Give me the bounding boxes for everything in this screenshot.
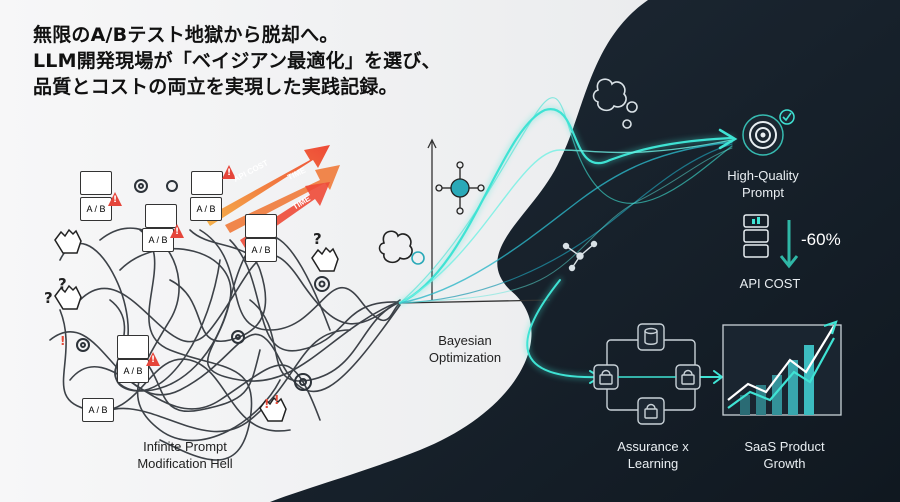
ab-card-label: A / B <box>148 235 168 245</box>
label-assurance-line-1: Assurance x <box>617 439 689 454</box>
svg-text:?: ? <box>44 289 53 307</box>
svg-text:!: ! <box>264 397 269 411</box>
ab-card-label: A / B <box>123 366 143 376</box>
question-mark-icons: ? ? ? <box>44 230 322 307</box>
svg-text:!: ! <box>60 334 65 348</box>
ab-card-label: A / B <box>86 204 106 214</box>
network-node-icon <box>435 161 485 215</box>
bayesian-flow <box>397 97 738 384</box>
headline-line-3: 品質とコストの両立を実現した実践記録。 <box>33 76 398 98</box>
svg-text:!: ! <box>274 393 279 407</box>
warning-mark: ! <box>174 227 180 237</box>
warning-mark: ! <box>150 355 156 365</box>
label-assurance: Assurance x Learning <box>598 438 708 472</box>
ab-card <box>245 214 277 238</box>
ab-card: A / B <box>142 228 174 252</box>
label-saas-growth: SaaS Product Growth <box>727 438 842 472</box>
ab-card-label: A / B <box>196 204 216 214</box>
label-bayesian-line-1: Bayesian <box>438 333 492 348</box>
ab-card <box>145 204 177 228</box>
target-icon <box>742 109 795 156</box>
label-high-quality-line-1: High-Quality <box>727 168 799 183</box>
growth-chart <box>722 320 842 416</box>
alert-marks: ! ! ! <box>60 334 279 411</box>
ab-card <box>80 171 112 195</box>
ab-card: A / B <box>245 238 277 262</box>
gear-icons <box>76 179 330 391</box>
ab-card: A / B <box>117 359 149 383</box>
ab-card: A / B <box>80 197 112 221</box>
warning-mark: ! <box>112 195 118 205</box>
headline-line-2: LLM開発現場が「ベイジアン最適化」を選び、 <box>33 50 441 72</box>
label-saas-growth-line-1: SaaS Product <box>744 439 825 454</box>
ab-card <box>117 335 149 359</box>
label-high-quality-line-2: Prompt <box>742 185 784 200</box>
label-bayesian: Bayesian Optimization <box>415 332 515 366</box>
label-high-quality: High-Quality Prompt <box>713 167 813 201</box>
down-arrow-icon <box>779 220 799 269</box>
svg-text:?: ? <box>313 230 322 248</box>
headline: 無限のA/Bテスト地獄から脱却へ。 LLM開発現場が「ベイジアン最適化」を選び、… <box>33 22 441 100</box>
label-hell: Infinite Prompt Modification Hell <box>115 438 255 472</box>
label-saas-growth-line-2: Growth <box>763 456 806 471</box>
ab-card-label: A / B <box>251 245 271 255</box>
label-bayesian-line-2: Optimization <box>428 350 502 365</box>
label-hell-line-1: Infinite Prompt <box>143 439 227 454</box>
label-api-cost: API COST <box>739 276 801 291</box>
label-assurance-line-2: Learning <box>627 456 679 471</box>
optimization-axes <box>399 138 551 304</box>
ab-card: A / B <box>190 197 222 221</box>
ab-card <box>191 171 223 195</box>
assurance-diagram <box>593 323 701 425</box>
brain-gear-icon-dark <box>592 78 638 129</box>
headline-line-1: 無限のA/Bテスト地獄から脱却へ。 <box>33 24 339 46</box>
warning-mark: ! <box>226 168 232 178</box>
svg-text:?: ? <box>58 275 67 293</box>
molecule-icon <box>562 240 598 272</box>
brain-gear-icon <box>378 230 425 265</box>
label-hell-line-2: Modification Hell <box>137 456 233 471</box>
label-cost-reduction: -60% <box>801 230 841 249</box>
hand-icons <box>54 228 339 422</box>
ab-card: A / B <box>82 398 114 422</box>
ab-card-label: A / B <box>88 405 108 415</box>
server-icon <box>743 214 769 258</box>
